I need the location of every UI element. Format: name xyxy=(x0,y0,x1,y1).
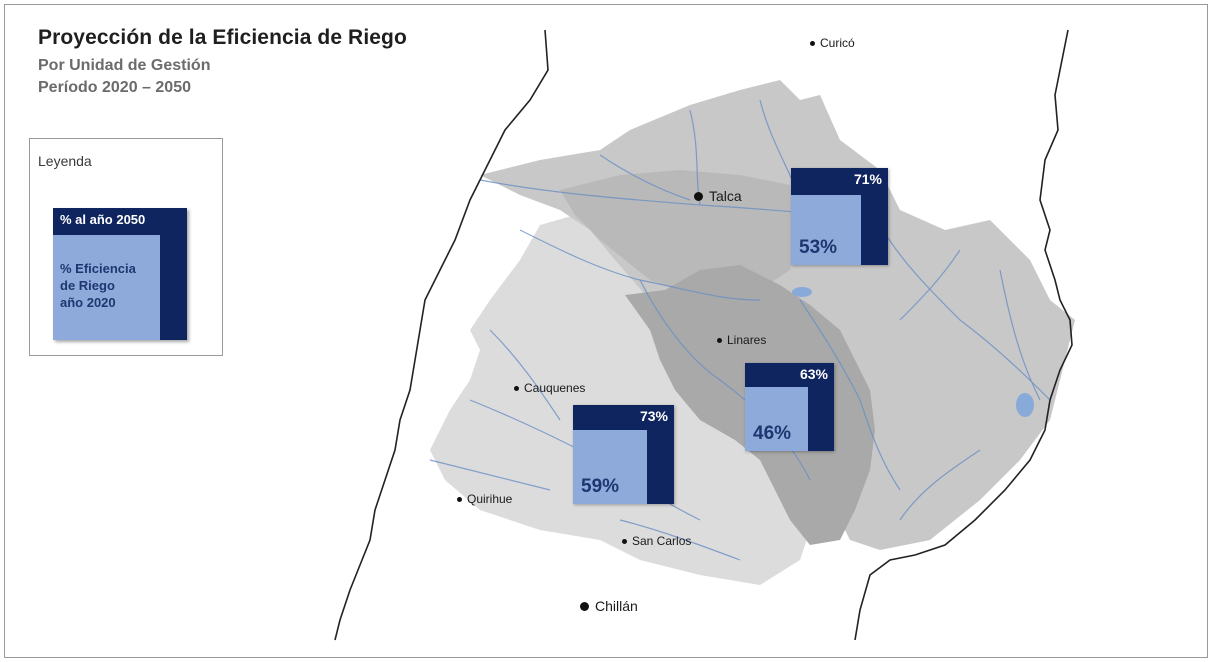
unit-badge-north: 71% 53% xyxy=(791,168,888,265)
unit-badge-central: 63% 46% xyxy=(745,363,834,451)
city-marker-icon xyxy=(717,337,722,343)
city-marker-icon xyxy=(622,538,627,544)
city-label: Talca xyxy=(709,188,742,204)
badge-value-2050: 73% xyxy=(639,408,668,424)
badge-inner-box: 53% xyxy=(791,195,861,265)
city-label: Curicó xyxy=(820,36,855,50)
lake xyxy=(1016,393,1034,417)
badge-inner-box: 59% xyxy=(573,430,647,504)
city-marker-icon xyxy=(514,385,519,391)
boundary-lines xyxy=(334,29,1073,641)
page-title: Proyección de la Eficiencia de Riego xyxy=(38,26,407,49)
badge-value-2020: 53% xyxy=(799,237,838,258)
city-cauquenes: Cauquenes xyxy=(514,381,585,395)
badge-value-2020: 46% xyxy=(753,423,792,444)
city-quirihue: Quirihue xyxy=(457,492,512,506)
legend-inner-line: % Eficiencia xyxy=(60,261,136,276)
badge-value-2050: 63% xyxy=(799,366,828,382)
map-header: Proyección de la Eficiencia de Riego Por… xyxy=(38,26,407,97)
legend-inner-line: año 2020 xyxy=(60,295,116,310)
badge-value-2050: 71% xyxy=(853,171,882,187)
unit-badge-southwest: 73% 59% xyxy=(573,405,674,504)
legend-badge: % al año 2050 % Eficiencia de Riego año … xyxy=(53,208,187,340)
legend-inner-line: de Riego xyxy=(60,278,115,293)
city-san-carlos: San Carlos xyxy=(622,534,691,548)
city-marker-icon xyxy=(694,191,703,201)
period-label: Período 2020 – 2050 xyxy=(38,79,191,96)
city-curico: Curicó xyxy=(810,36,855,50)
city-marker-icon xyxy=(810,40,815,46)
legend-inner-label: % Eficiencia de Riego año 2020 xyxy=(60,260,136,311)
legend: Leyenda % al año 2050 % Eficiencia de Ri… xyxy=(29,138,223,356)
page-subtitle: Por Unidad de Gestión xyxy=(38,57,211,74)
legend-title: Leyenda xyxy=(38,153,92,169)
city-talca: Talca xyxy=(694,188,742,204)
legend-top-label: % al año 2050 xyxy=(60,212,146,227)
city-label: San Carlos xyxy=(632,534,692,548)
city-chillan: Chillán xyxy=(580,598,638,614)
region-southwest xyxy=(430,215,820,585)
badge-value-2020: 59% xyxy=(581,476,620,497)
city-linares: Linares xyxy=(717,333,766,347)
city-label: Cauquenes xyxy=(524,381,586,395)
badge-inner-box: 46% xyxy=(745,387,808,451)
lake xyxy=(792,287,812,297)
city-marker-icon xyxy=(580,601,589,611)
legend-inner-box: % Eficiencia de Riego año 2020 xyxy=(53,235,160,340)
city-label: Chillán xyxy=(595,598,638,614)
city-marker-icon xyxy=(457,496,462,502)
city-label: Quirihue xyxy=(467,492,513,506)
city-label: Linares xyxy=(727,333,767,347)
